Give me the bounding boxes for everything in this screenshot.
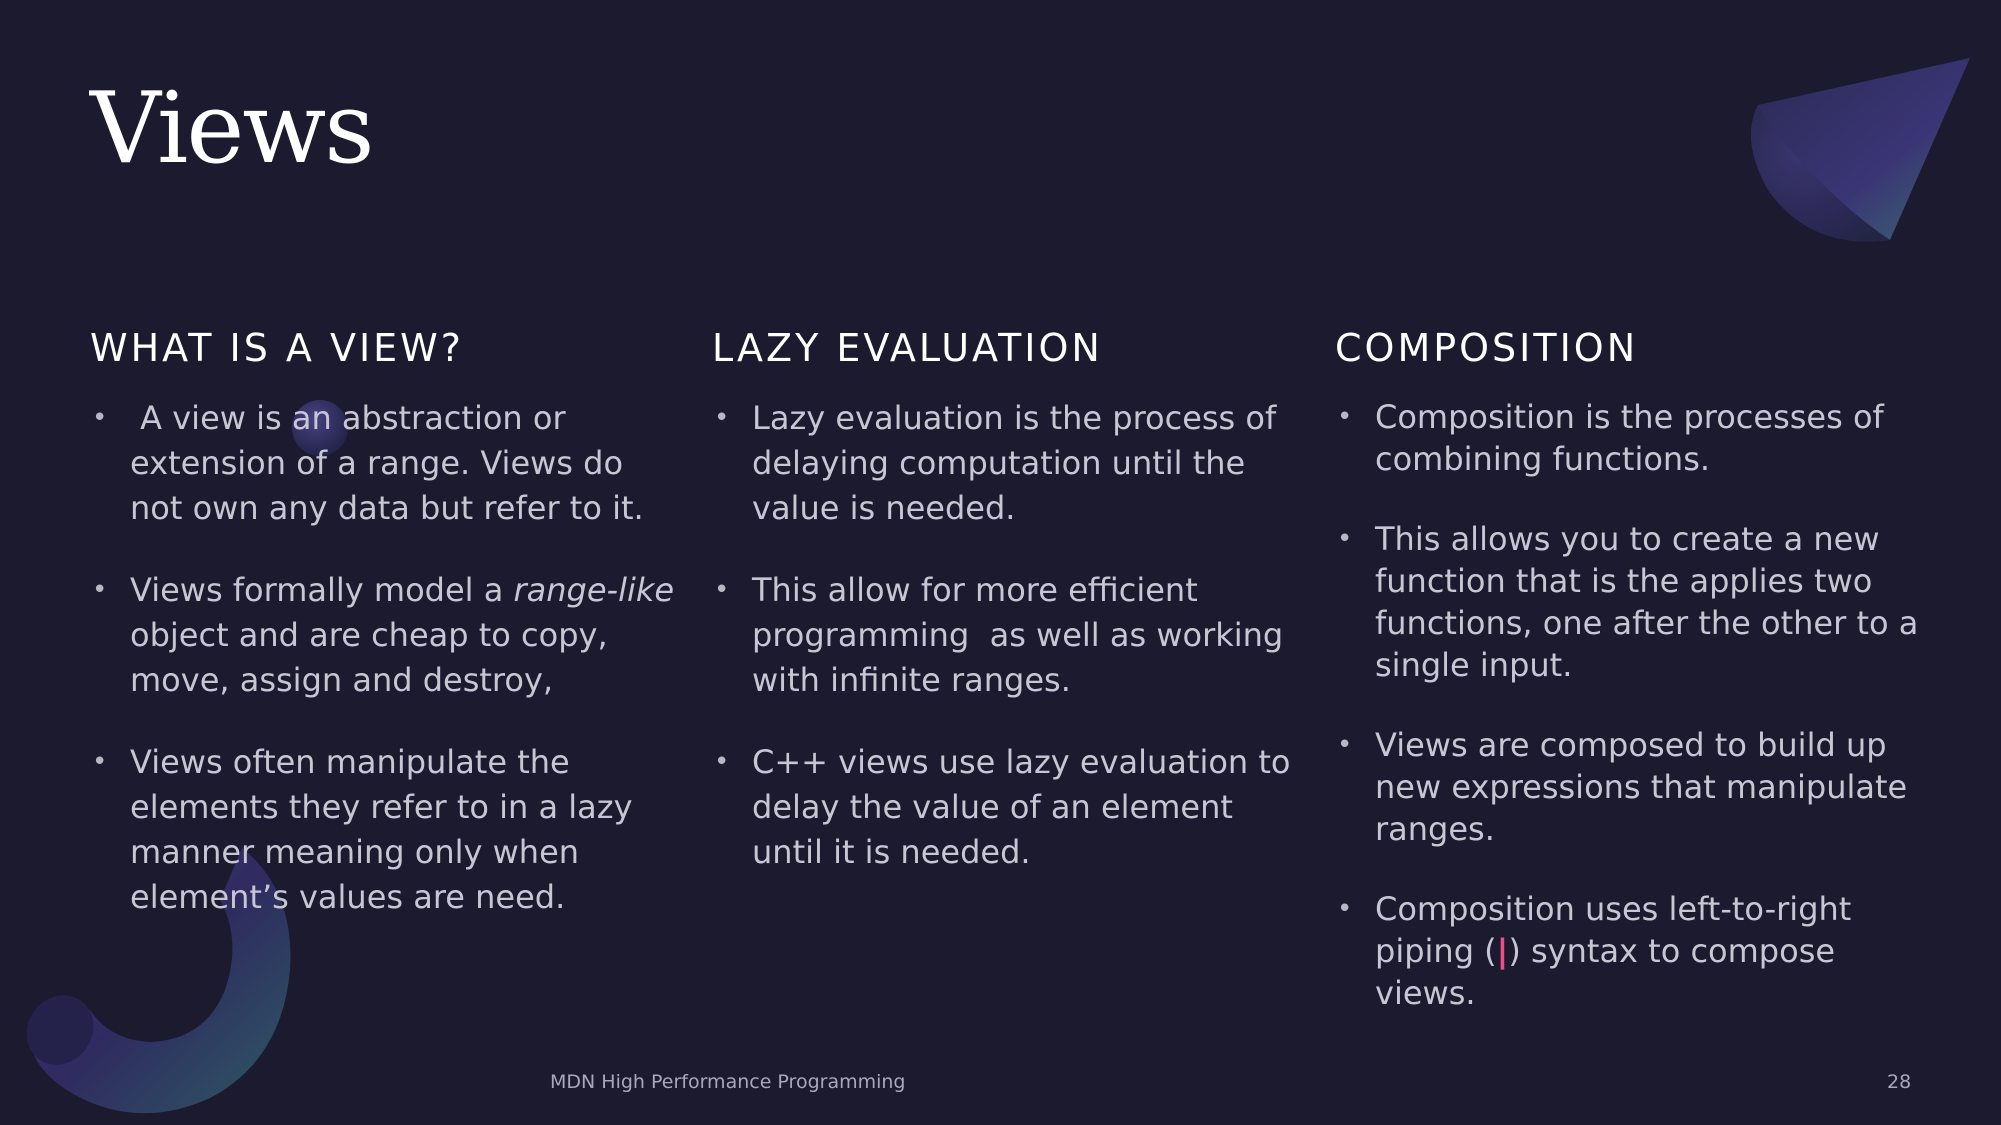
bullet-text: Lazy evaluation is the process of delayi… bbox=[752, 398, 1277, 527]
bullet-item: • A view is an abstraction or extension … bbox=[90, 396, 680, 531]
pipe-symbol: | bbox=[1496, 931, 1509, 970]
bullet-item: • C++ views use lazy evaluation to delay… bbox=[712, 740, 1292, 875]
column-heading: WHAT IS A VIEW? bbox=[90, 326, 464, 370]
bullet-text: C++ views use lazy evaluation to delay t… bbox=[752, 742, 1291, 871]
bullet-dot: • bbox=[714, 574, 730, 605]
bullet-dot: • bbox=[1337, 401, 1353, 432]
bullet-text: Composition is the processes of combinin… bbox=[1375, 397, 1884, 478]
footer-text: MDN High Performance Programming bbox=[550, 1071, 906, 1093]
bullet-dot: • bbox=[1337, 729, 1353, 760]
column-what-is-a-view: WHAT IS A VIEW? • A view is an abstracti… bbox=[90, 326, 680, 957]
bullet-item: • Lazy evaluation is the process of dela… bbox=[712, 396, 1292, 531]
page-number: 28 bbox=[1887, 1071, 1912, 1093]
column-lazy-evaluation: LAZY EVALUATION • Lazy evaluation is the… bbox=[712, 326, 1292, 912]
bullet-text-emphasis: range-like bbox=[513, 570, 675, 609]
bullet-dot: • bbox=[92, 402, 108, 433]
torus-decoration bbox=[26, 848, 291, 1114]
bullet-text-post: object and are cheap to copy, move, assi… bbox=[130, 570, 685, 699]
bullet-list: • A view is an abstraction or extension … bbox=[90, 396, 680, 920]
bullet-text-pre: Composition uses left-to-right piping ( bbox=[1375, 889, 1852, 970]
bullet-dot: • bbox=[1337, 893, 1353, 924]
slide-title: Views bbox=[90, 72, 375, 186]
bullet-item: • This allows you to create a new functi… bbox=[1335, 518, 1935, 686]
bullet-list: • Composition is the processes of combin… bbox=[1335, 396, 1935, 1014]
bullet-text: This allow for more efficient programmin… bbox=[752, 570, 1294, 699]
column-heading: LAZY EVALUATION bbox=[712, 326, 1103, 370]
bullet-dot: • bbox=[714, 746, 730, 777]
bullet-text: Views are composed to build up new expre… bbox=[1375, 725, 1908, 848]
column-heading: COMPOSITION bbox=[1335, 326, 1639, 370]
bullet-item: • Composition uses left-to-right piping … bbox=[1335, 888, 1935, 1014]
bullet-text: Views often manipulate the elements they… bbox=[130, 742, 633, 916]
bullet-text-pre: Views formally model a bbox=[130, 570, 514, 609]
bullet-item: • Views formally model a range-like obje… bbox=[90, 568, 680, 703]
sphere-decoration bbox=[292, 400, 348, 456]
bullet-dot: • bbox=[1337, 523, 1353, 554]
bullet-text: This allows you to create a new function… bbox=[1375, 519, 1919, 684]
column-composition: COMPOSITION • Composition is the process… bbox=[1335, 326, 1935, 1052]
bullet-dot: • bbox=[92, 746, 108, 777]
cone-decoration bbox=[1750, 58, 1970, 242]
bullet-text-post: ) syntax to compose views. bbox=[1375, 931, 1836, 1012]
bullet-dot: • bbox=[714, 402, 730, 433]
bullet-item: • Views often manipulate the elements th… bbox=[90, 740, 680, 920]
bullet-list: • Lazy evaluation is the process of dela… bbox=[712, 396, 1292, 875]
bullet-dot: • bbox=[92, 574, 108, 605]
bullet-text: A view is an abstraction or extension of… bbox=[130, 398, 644, 527]
bullet-item: • Views are composed to build up new exp… bbox=[1335, 724, 1935, 850]
bullet-item: • Composition is the processes of combin… bbox=[1335, 396, 1935, 480]
bullet-item: • This allow for more efficient programm… bbox=[712, 568, 1292, 703]
